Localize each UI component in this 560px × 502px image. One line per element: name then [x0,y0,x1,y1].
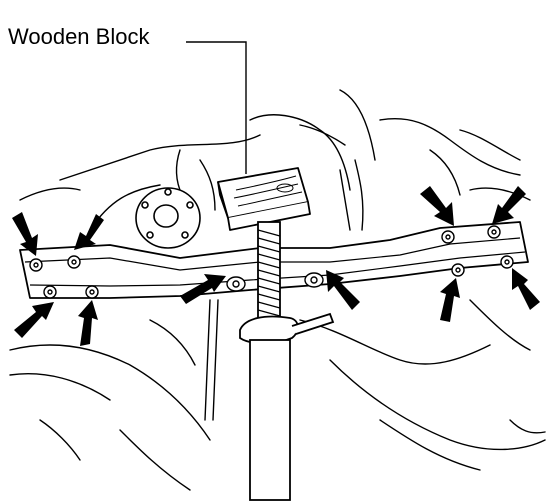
jack [239,221,335,501]
arrow [492,186,526,224]
arrow [180,274,226,304]
bolt [451,263,465,277]
bolt [500,255,514,269]
bolt [304,272,324,288]
bolt [441,230,455,244]
bolt [43,285,57,299]
flange-hub [135,187,201,249]
bolts [29,225,514,299]
pointer-arrows [12,186,540,346]
callout-leader [186,41,247,174]
arrow [512,268,540,310]
arrow [420,186,454,226]
arrow [14,302,54,338]
lower-components [9,299,546,491]
wooden-block [217,167,311,231]
bolt [67,255,81,269]
arrow [74,214,104,250]
arrow [12,212,38,256]
bolt [85,285,99,299]
arrow [326,270,360,310]
bolt [226,276,246,292]
arrow [78,300,98,346]
arrow [440,278,460,322]
wooden-block-label: Wooden Block [8,24,150,49]
bolt [487,225,501,239]
bolt [29,258,43,272]
